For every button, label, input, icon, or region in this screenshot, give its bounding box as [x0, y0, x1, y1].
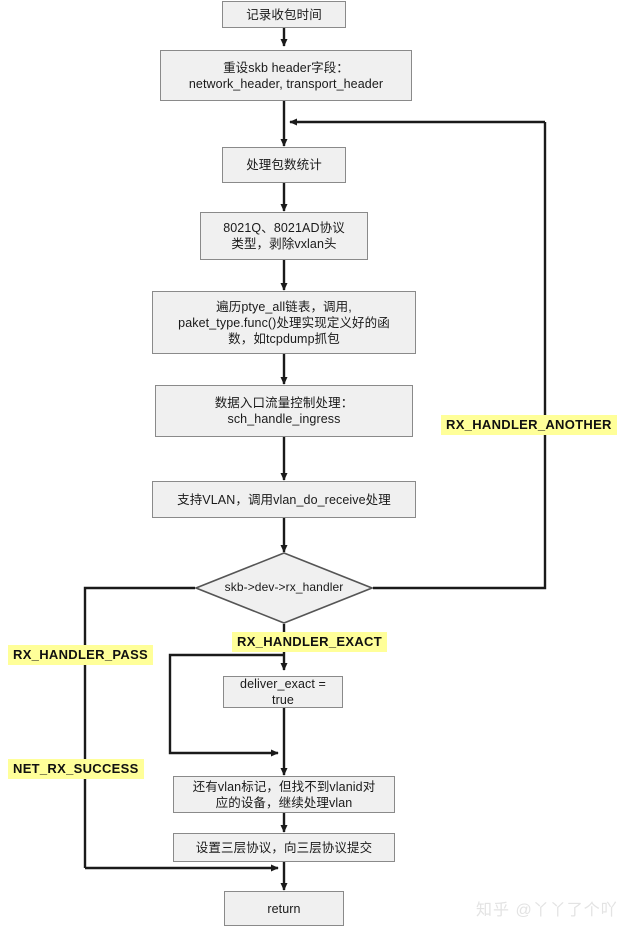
edge-diamond-left-pass — [83, 586, 195, 868]
node-label: skb->dev->rx_handler — [224, 580, 344, 595]
node-label: 记录收包时间 — [246, 7, 322, 22]
node-ingress-qdisc[interactable]: 数据入口流量控制处理： sch_handle_ingress — [155, 385, 413, 437]
tag-label: RX_HANDLER_PASS — [13, 647, 149, 662]
node-label: return — [267, 901, 301, 916]
node-vlan-protocol-strip[interactable]: 8021Q、8021AD协议 类型，剥除vxlan头 — [200, 212, 368, 260]
tag-net-rx-success: NET_RX_SUCCESS — [8, 759, 144, 779]
node-label: 重设skb header字段： network_header, transpor… — [188, 60, 384, 91]
edge-diamond-right-another — [373, 122, 547, 590]
node-vlan-do-receive[interactable]: 支持VLAN，调用vlan_do_receive处理 — [152, 481, 416, 518]
node-label: 8021Q、8021AD协议 类型，剥除vxlan头 — [223, 221, 345, 251]
node-label: 处理包数统计 — [246, 158, 322, 172]
node-label: 遍历ptye_all链表，调用, paket_type.func()处理实现定义… — [178, 299, 390, 346]
tag-rx-handler-exact: RX_HANDLER_EXACT — [232, 632, 387, 652]
node-deliver-exact-true[interactable]: deliver_exact = true — [223, 676, 343, 708]
node-record-rx-time[interactable]: 记录收包时间 — [222, 1, 346, 28]
watermark-label: 知乎 @丫丫了个吖 — [476, 902, 618, 919]
tag-label: RX_HANDLER_ANOTHER — [446, 417, 612, 432]
node-l3-deliver[interactable]: 设置三层协议，向三层协议提交 — [173, 833, 395, 862]
node-label: 还有vlan标记，但找不到vlanid对 应的设备，继续处理vlan — [192, 779, 376, 810]
node-label: 数据入口流量控制处理： sch_handle_ingress — [214, 396, 354, 426]
tag-rx-handler-pass: RX_HANDLER_PASS — [8, 645, 154, 665]
node-label: 设置三层协议，向三层协议提交 — [195, 840, 373, 855]
node-label: deliver_exact = true — [240, 677, 326, 707]
node-rx-handler-decision[interactable]: skb->dev->rx_handler — [195, 552, 373, 624]
zhihu-watermark: 知乎 @丫丫了个吖 — [476, 896, 618, 920]
diamond-shape — [195, 552, 373, 624]
tag-label: RX_HANDLER_EXACT — [237, 634, 382, 649]
node-vlan-untag[interactable]: 还有vlan标记，但找不到vlanid对 应的设备，继续处理vlan — [173, 776, 395, 813]
node-return[interactable]: return — [224, 891, 344, 926]
node-packet-counters[interactable]: 处理包数统计 — [222, 147, 346, 183]
node-reset-skb-header[interactable]: 重设skb header字段： network_header, transpor… — [160, 50, 412, 101]
tag-rx-handler-another: RX_HANDLER_ANOTHER — [441, 415, 617, 435]
node-label: 支持VLAN，调用vlan_do_receive处理 — [177, 492, 391, 507]
node-ptype-all-walk[interactable]: 遍历ptye_all链表，调用, paket_type.func()处理实现定义… — [152, 291, 416, 354]
tag-label: NET_RX_SUCCESS — [13, 761, 139, 776]
